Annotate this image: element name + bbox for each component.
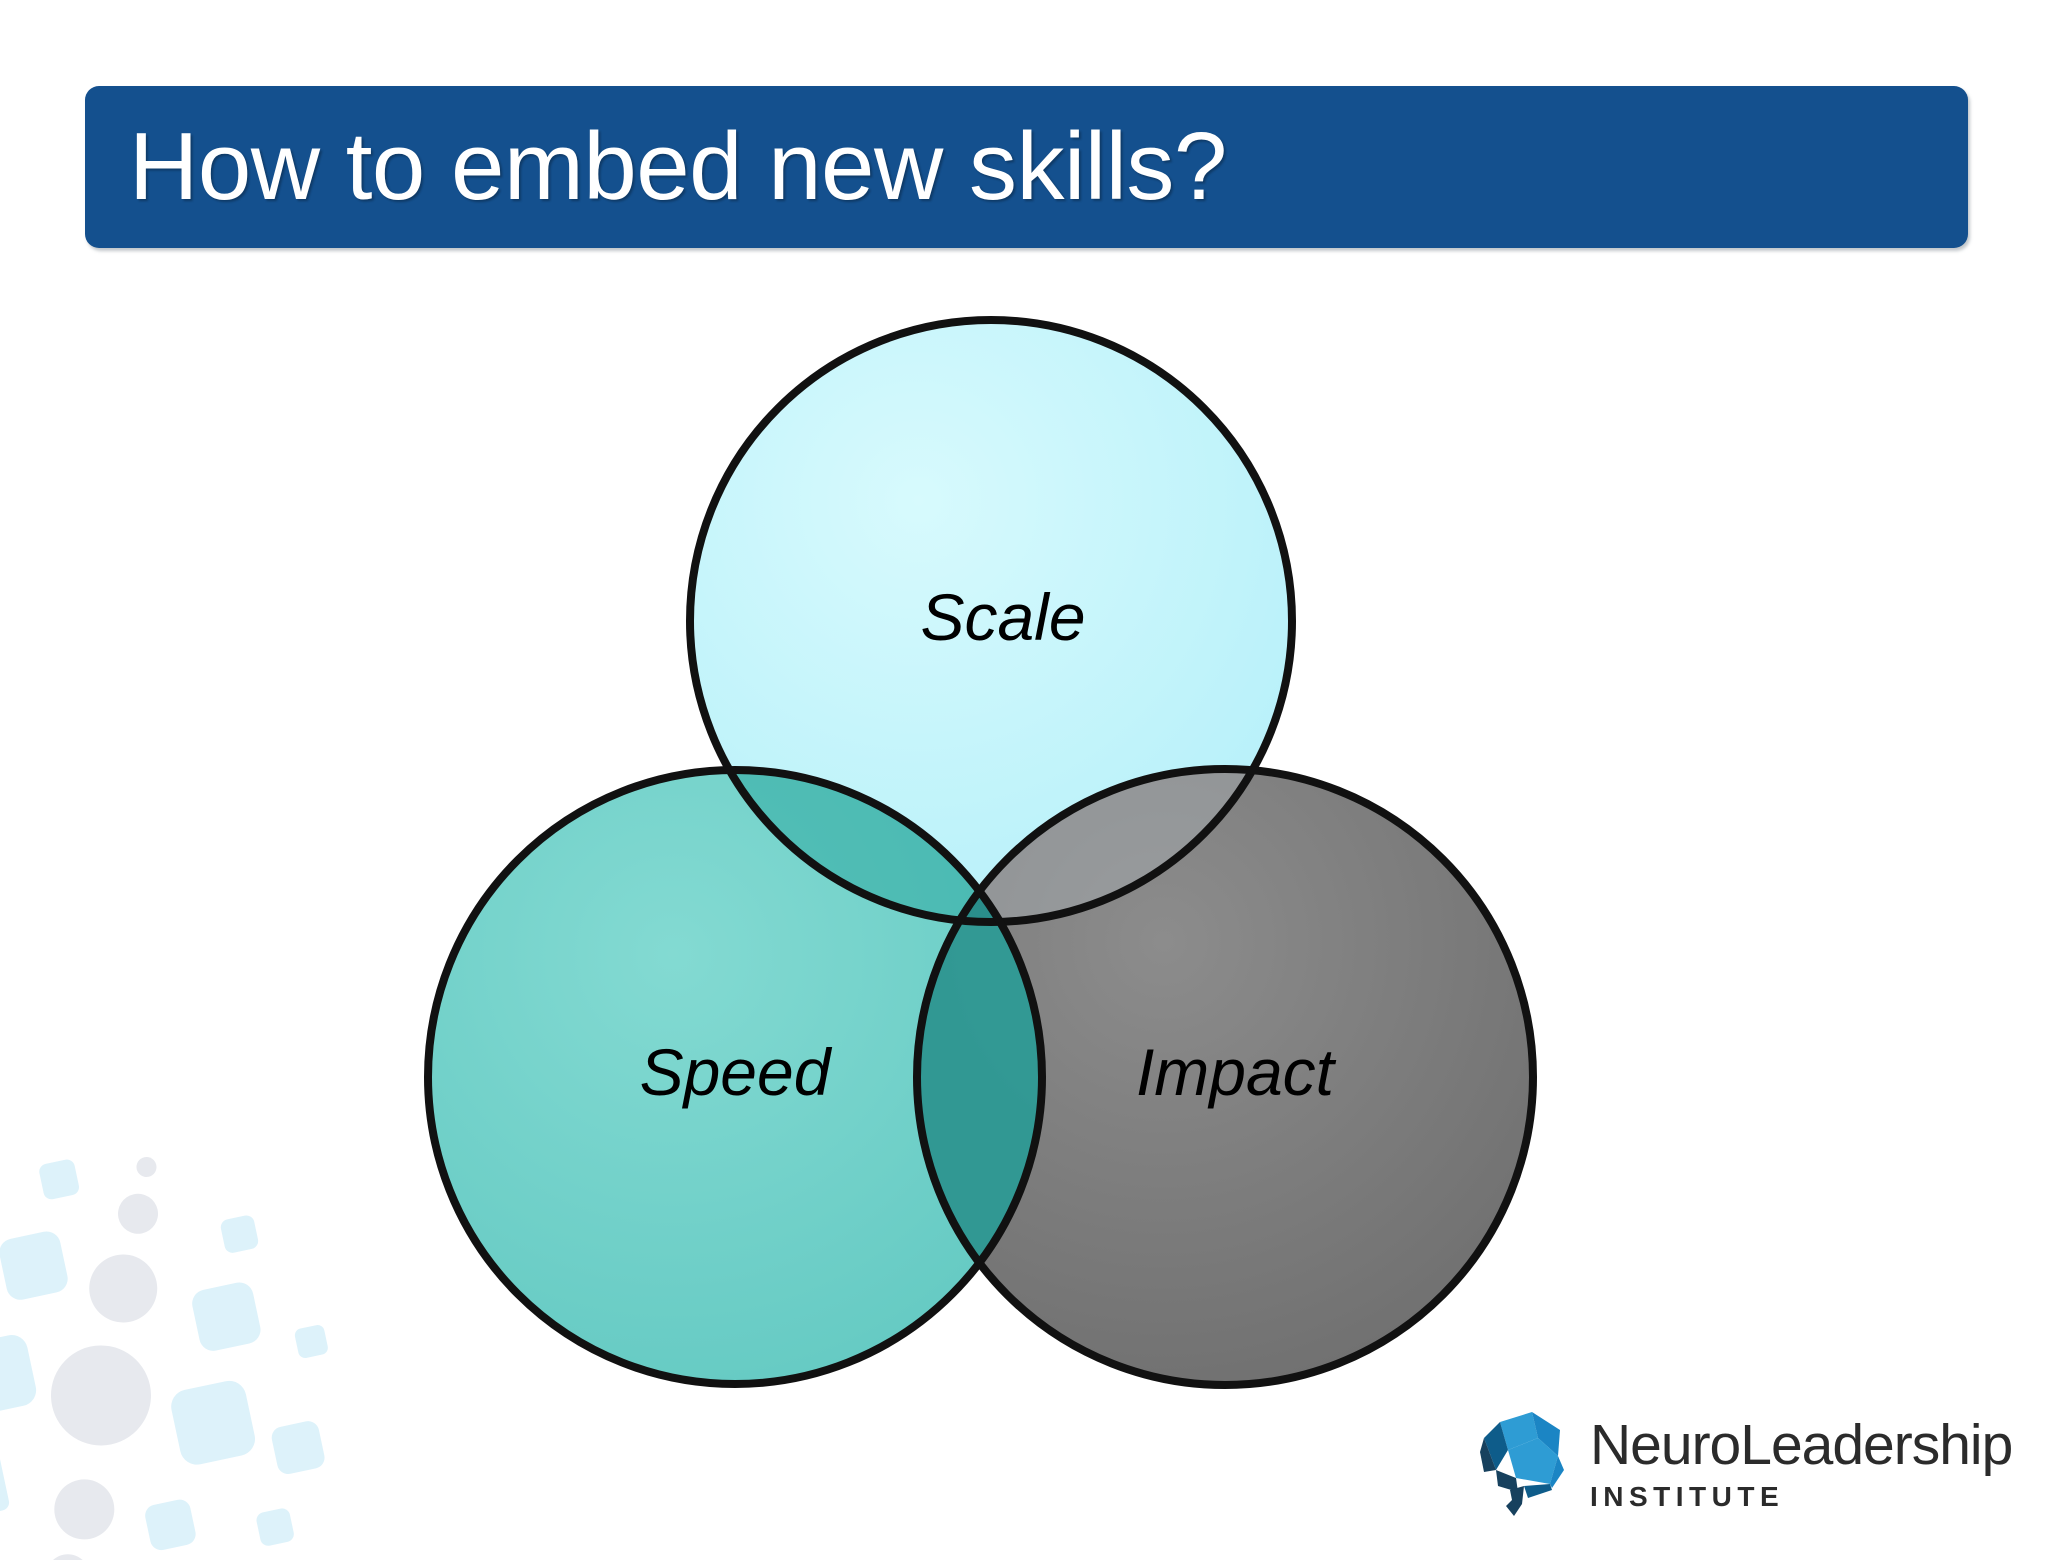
slide-title-bar: How to embed new skills? [85,86,1968,248]
page-title: How to embed new skills? [129,113,1227,220]
logo-subtitle: INSTITUTE [1590,1481,1785,1512]
neuroleadership-logo: NeuroLeadership INSTITUTE [1472,1405,2017,1523]
impact-circle-shape [917,769,1533,1385]
speed-circle-outline [424,766,1046,1388]
scale-circle-shape [690,320,1292,922]
speed-circle-shape [428,770,1042,1384]
impact-label: Impact [1136,1035,1337,1109]
dots-and-squares-pattern [0,1157,328,1560]
faceted-brain-icon [1480,1412,1564,1516]
logo-wordmark: NeuroLeadership INSTITUTE [1590,1413,2013,1512]
speed-label: Speed [640,1035,833,1109]
impact-circle-outline [913,765,1537,1389]
logo-name: NeuroLeadership [1590,1413,2013,1477]
scale-circle-outline [686,316,1296,926]
scale-label: Scale [920,580,1085,654]
